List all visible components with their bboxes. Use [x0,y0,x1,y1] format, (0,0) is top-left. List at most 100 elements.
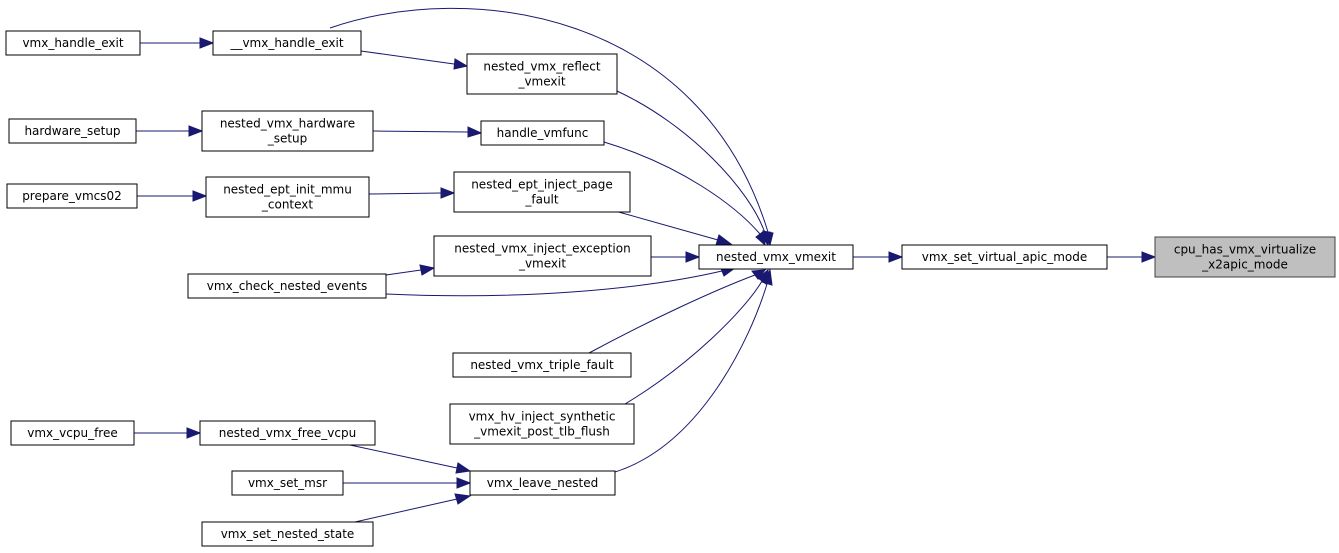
node-box [231,470,344,496]
edge-vmx_set_nested_state-to-vmx_leave_nested [354,493,472,523]
node-label: _fault [524,193,559,207]
node-vmx_set_virtual_apic_mode[interactable]: vmx_set_virtual_apic_mode [901,244,1108,270]
node-nested_ept_init_mmu_context[interactable]: nested_ept_init_mmu_context [205,176,370,218]
node-vmx_set_nested_state[interactable]: vmx_set_nested_state [201,521,374,547]
node-label: _vmexit_post_tlb_flush [473,425,610,439]
node-label: _vmexit [518,257,566,271]
node-hardware_setup[interactable]: hardware_setup [8,118,137,144]
node-nested_vmx_triple_fault[interactable]: nested_vmx_triple_fault [452,352,632,378]
node-label: nested_vmx_inject_exception [454,242,630,256]
node-label: handle_vmfunc [497,126,589,140]
node-label: _setup [267,132,308,146]
node-box [201,521,374,547]
edge-nested_vmx_reflect_vmexit-to-nested_vmx_vmexit [616,90,771,247]
node-label: _context [261,198,314,212]
edge-nested_vmx_inject_exception_vmexit-to-nested_vmx_vmexit [651,251,701,263]
edge-arrowhead [755,230,766,247]
edge-line [614,210,719,241]
node-vmx_hv_inject_synthetic[interactable]: vmx_hv_inject_synthetic_vmexit_post_tlb_… [449,403,635,445]
node-label: vmx_set_virtual_apic_mode [922,250,1088,264]
edge-line [603,141,761,235]
node-box [1154,236,1336,278]
node-box [452,352,632,378]
node-box [433,235,652,277]
edge-arrowhead [192,190,208,202]
node-label: nested_ept_inject_page [471,178,613,192]
edge-arrowhead [453,58,469,70]
node-label: nested_vmx_vmexit [716,250,836,264]
edge-vmx_check_nested_events-to-nested_vmx_inject_exception_vmexit [385,264,436,276]
edge-arrowhead [440,187,456,199]
edge-arrowhead [456,477,472,489]
edge-arrowhead [1141,251,1157,263]
node-label: vmx_handle_exit [22,36,123,50]
node-box [453,171,631,213]
edge-vmx_set_virtual_apic_mode-to-cpu_has [1107,251,1157,263]
edge-vmx_vcpu_free-to-nested_vmx_free_vcpu [134,427,202,439]
edge-arrowhead [685,251,701,263]
edge-line [624,280,763,405]
edge-line [368,192,442,195]
node-box [212,30,362,56]
node-label: vmx_vcpu_free [27,426,117,440]
node-box [199,420,376,446]
node-nested_vmx_inject_exception_vmexit[interactable]: nested_vmx_inject_exception_vmexit [433,235,652,277]
node-vmx_leave_nested[interactable]: vmx_leave_nested [469,470,616,496]
edge-__vmx_handle_exit-to-nested_vmx_reflect_vmexit [360,50,469,70]
edge-arrowhead [188,125,204,137]
edge-arrowhead [419,264,436,276]
edge-line [385,270,723,297]
node-label: nested_ept_init_mmu [223,183,352,197]
edge-arrowhead [715,234,733,246]
edge-arrowhead [751,269,767,280]
node-nested_vmx_hardware_setup[interactable]: nested_vmx_hardware_setup [201,110,374,152]
node-box [901,244,1108,270]
edge-nested_vmx_vmexit-to-vmx_set_virtual_apic_mode [853,251,904,263]
edge-hardware_setup-to-nested_vmx_hardware_setup [136,125,204,137]
edge-line [588,274,756,354]
edge-arrowhead [454,493,472,505]
node-label: _x2apic_mode [1201,258,1288,272]
edge-nested_ept_inject_page_fault-to-nested_vmx_vmexit [614,210,733,246]
edge-arrowhead [761,268,773,286]
node-__vmx_handle_exit[interactable]: __vmx_handle_exit [212,30,362,56]
edge-vmx_leave_nested-to-nested_vmx_vmexit [614,268,773,473]
node-nested_vmx_vmexit[interactable]: nested_vmx_vmexit [698,244,854,270]
node-cpu_has: cpu_has_vmx_virtualize_x2apic_mode [1154,236,1336,278]
node-label: nested_vmx_reflect [483,60,600,74]
edge-line [616,90,766,234]
node-label: prepare_vmcs02 [22,189,122,203]
node-box [201,110,374,152]
edge-line [329,7,769,233]
edge-line [385,269,422,276]
edge-nested_vmx_hardware_setup-to-handle_vmfunc [372,126,483,138]
edge-line [354,498,458,523]
node-box [187,273,387,299]
edge-prepare_vmcs02-to-nested_ept_init_mmu_context [137,190,208,202]
edge-nested_ept_init_mmu_context-to-nested_ept_inject_page_fault [368,187,456,199]
nodes-layer: cpu_has_vmx_virtualize_x2apic_mode vmx_se… [5,30,1336,547]
node-box [6,183,138,209]
node-nested_vmx_free_vcpu[interactable]: nested_vmx_free_vcpu [199,420,376,446]
node-nested_ept_inject_page_fault[interactable]: nested_ept_inject_page_fault [453,171,631,213]
edge-line [360,50,455,65]
node-label: vmx_set_nested_state [221,527,355,541]
node-label: _vmexit [517,75,565,89]
node-vmx_vcpu_free[interactable]: vmx_vcpu_free [10,420,135,446]
node-label: vmx_set_msr [248,476,327,490]
edges-layer [134,7,1157,523]
node-nested_vmx_reflect_vmexit[interactable]: nested_vmx_reflect_vmexit [466,53,618,95]
edge-handle_vmfunc-to-nested_vmx_vmexit [603,141,766,247]
edge-arrowhead [186,427,202,439]
node-vmx_set_msr[interactable]: vmx_set_msr [231,470,344,496]
node-vmx_check_nested_events[interactable]: vmx_check_nested_events [187,273,387,299]
node-vmx_handle_exit[interactable]: vmx_handle_exit [5,30,141,56]
node-label: vmx_hv_inject_synthetic [469,410,616,424]
node-handle_vmfunc[interactable]: handle_vmfunc [480,120,605,146]
node-label: nested_vmx_hardware [220,117,355,131]
node-label: hardware_setup [24,124,120,138]
edge-arrowhead [888,251,904,263]
node-box [466,53,618,95]
node-prepare_vmcs02[interactable]: prepare_vmcs02 [6,183,138,209]
